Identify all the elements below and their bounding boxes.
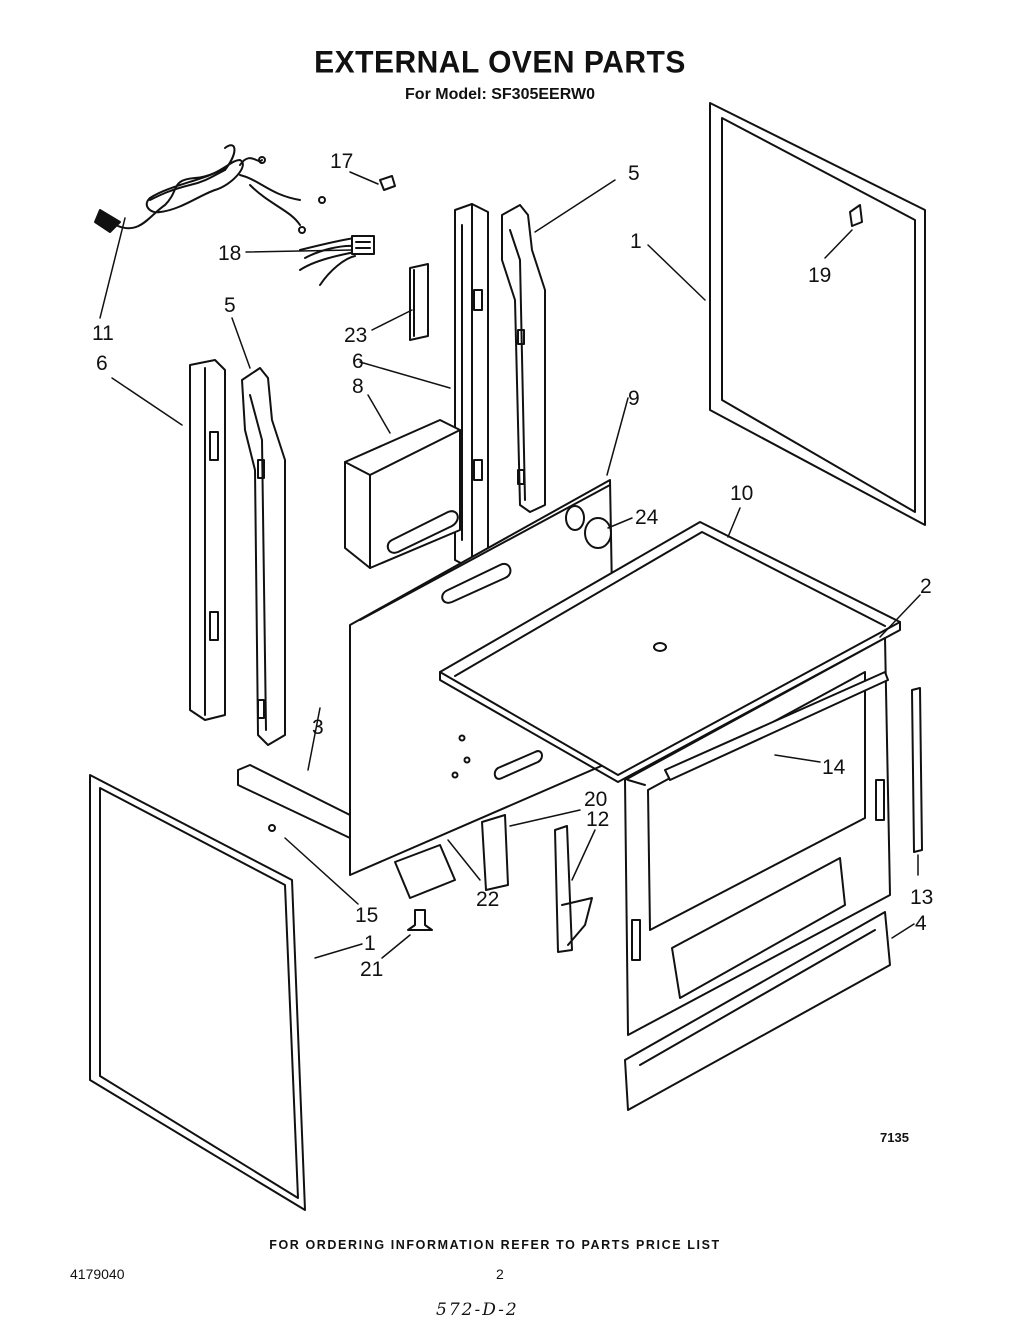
callout-1-front: 1 <box>364 932 376 955</box>
callout-5-front: 5 <box>224 294 236 317</box>
side-panel-1-rear <box>709 102 926 526</box>
hinge-12-part <box>554 825 593 953</box>
callout-labels: 17 5 1 19 18 11 23 5 6 6 8 9 24 10 2 3 1… <box>92 150 933 981</box>
leveling-leg-21-part <box>394 844 456 931</box>
side-bracket-5-front <box>241 367 286 746</box>
part-number: 4179040 <box>70 1266 125 1282</box>
wire-harness-part <box>299 235 375 286</box>
leader-lines <box>99 171 921 959</box>
vent-duct-8-part <box>344 419 461 569</box>
callout-24: 24 <box>635 506 659 529</box>
side-bracket-5-rear <box>501 204 546 513</box>
callout-9: 9 <box>628 387 640 410</box>
callout-5-rear: 5 <box>628 162 640 185</box>
callout-11: 11 <box>92 322 114 345</box>
callout-3: 3 <box>312 716 324 739</box>
kick-panel-4-part <box>624 911 891 1111</box>
callout-1-rear: 1 <box>630 230 642 253</box>
callout-19: 19 <box>808 264 831 287</box>
callout-18: 18 <box>218 242 241 265</box>
clip-17-part <box>379 175 396 191</box>
page-number: 2 <box>496 1266 504 1282</box>
page-title: EXTERNAL OVEN PARTS <box>314 45 686 80</box>
ordering-note: FOR ORDERING INFORMATION REFER TO PARTS … <box>269 1238 721 1252</box>
figure-number: 7135 <box>880 1130 909 1145</box>
callout-2: 2 <box>920 575 932 598</box>
bar-14-part <box>664 671 889 781</box>
callout-10: 10 <box>730 482 753 505</box>
callout-17: 17 <box>330 150 353 173</box>
callout-12: 12 <box>586 808 609 831</box>
callout-22: 22 <box>476 888 499 911</box>
callout-21: 21 <box>360 958 383 981</box>
top-panel-10-part <box>439 521 901 783</box>
callout-15: 15 <box>355 904 378 927</box>
side-channel-6-front <box>189 359 226 721</box>
front-frame-2-part <box>624 637 891 1036</box>
trim-strip-13-part <box>911 687 923 853</box>
model-subtitle: For Model: SF305EERW0 <box>405 86 595 103</box>
callout-4: 4 <box>915 912 927 935</box>
callout-23: 23 <box>344 324 367 347</box>
callout-13: 13 <box>910 886 933 909</box>
support-3-part <box>237 764 351 839</box>
side-panel-1-front <box>89 774 306 1211</box>
strip-23-part <box>409 263 429 341</box>
callout-6-front: 6 <box>96 352 108 375</box>
handwritten-note: 572-D-2 <box>436 1300 519 1320</box>
hinge-20-part <box>481 814 509 891</box>
callout-6-rear: 6 <box>352 350 364 373</box>
power-cord-part <box>94 144 326 234</box>
callout-20: 20 <box>584 788 607 811</box>
callout-14: 14 <box>822 756 846 779</box>
plug-24-part <box>584 517 612 549</box>
callout-8: 8 <box>352 375 364 398</box>
